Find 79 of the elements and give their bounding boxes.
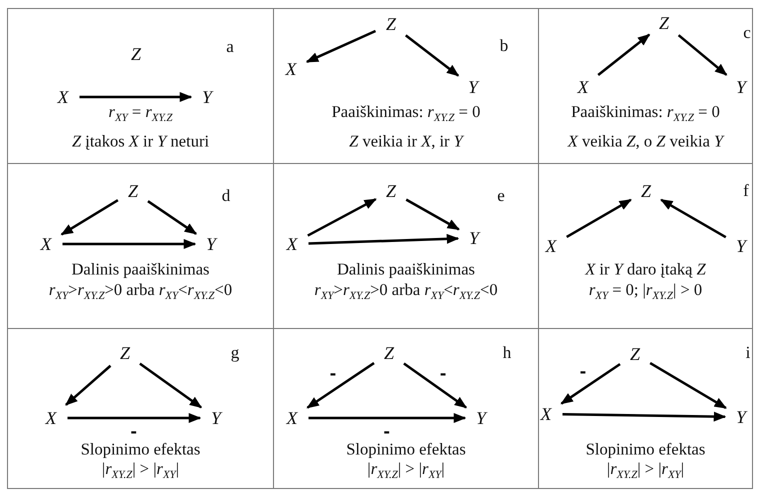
variable-label: Y [201,234,221,254]
arrow [306,362,375,409]
variable-label: Z [379,343,399,363]
arrow [139,362,202,408]
arrow [306,30,376,63]
variable-label: Z [381,14,401,34]
variable-label: Z [123,181,143,201]
caption-text: |r$_{XY.Z}$| > |r$_{XY}$| [606,458,686,484]
arrow [597,34,650,76]
panel-letter: f [743,182,749,200]
variable-label: X [282,408,302,428]
panel-letter: i [746,344,750,362]
variable-label: Y [464,228,484,248]
variable-label: Z [625,344,645,364]
diagram-panel [538,328,753,489]
arrow [566,198,632,238]
caption-text: r$_{XY}$ = r$_{XY.Z}$ [108,102,174,126]
arrow [403,362,468,408]
variable-label: X [36,234,56,254]
arrow [560,363,621,405]
variable-label: X [40,408,62,428]
caption-text: |r$_{XY.Z}$| > |r$_{XY}$| [366,458,446,484]
caption-text: Paaiškinimas: r$_{XY.Z}$ = 0 [570,102,721,126]
caption-text: r$_{XY}$>r$_{XY.Z}$>0 arba r$_{XY}$<r$_{XY.Z}$<0 [313,280,499,304]
caption-text: Paaiškinimas: r$_{XY.Z}$ = 0 [330,102,482,126]
variable-label: X [540,236,562,256]
caption-text: r$_{XY}$>r$_{XY.Z}$>0 arba r$_{XY}$<r$_{XY.Z}$<0 [48,280,234,304]
arrow [405,34,460,77]
arrow [562,412,726,422]
variable-label: X [282,234,302,254]
caption-text: Slopinimo efektas [584,440,706,458]
variable-label: X [280,59,302,79]
variable-label: Y [731,77,751,97]
caption-text: Slopinimo efektas [345,440,467,458]
variable-label: Z [126,44,146,64]
arrow [308,234,460,245]
caption-text: Dalinis paaiškinimas [70,260,210,278]
arrow [147,200,198,235]
variable-label: Y [731,407,751,427]
caption-text: Z įtakos X ir Y neturi [70,132,210,150]
variable-label: Y [731,236,751,256]
arrow [406,198,460,230]
diagram-panel [7,8,274,164]
arrow [60,199,119,236]
panel-letter: g [230,344,240,362]
variable-label: Y [471,408,491,428]
arrow [678,34,728,76]
arrow [68,413,202,423]
panel-letter: b [500,37,508,55]
diagram-panel [538,8,753,164]
variable-label: Z [381,181,401,201]
variable-label: Z [654,13,674,33]
panel-letter: a [226,38,234,56]
panel-letter: e [497,187,505,205]
arrow [308,413,466,423]
variable-label: Y [463,77,483,97]
arrow [660,198,726,238]
caption-text: Dalinis paaiškinimas [336,260,476,278]
caption-text: r$_{XY}$ = 0; |r$_{XY.Z}$| > 0 [588,280,704,304]
caption-text: Z veikia ir X, ir Y [348,132,466,150]
variable-label: X [536,404,556,424]
caption-text: X veikia Z, o Z veikia Y [566,132,726,150]
variable-label: Z [636,181,656,201]
arrow [307,198,377,237]
arrow [65,364,112,406]
arrow [650,362,727,410]
variable-label: Z [115,343,135,363]
caption-text: X ir Y daro įtaką Z [584,260,707,278]
variable-label: X [52,87,74,107]
caption-text: |r$_{XY.Z}$| > |r$_{XY}$| [100,458,180,484]
arrow [80,92,192,102]
panel-letter: h [502,344,512,362]
arrow [62,239,196,249]
variable-label: Y [206,408,226,428]
panel-letter: d [222,187,230,205]
panel-letter: c [743,24,751,42]
caption-text: Slopinimo efektas [80,440,202,458]
variable-label: X [572,77,594,97]
variable-label: Y [197,87,217,107]
